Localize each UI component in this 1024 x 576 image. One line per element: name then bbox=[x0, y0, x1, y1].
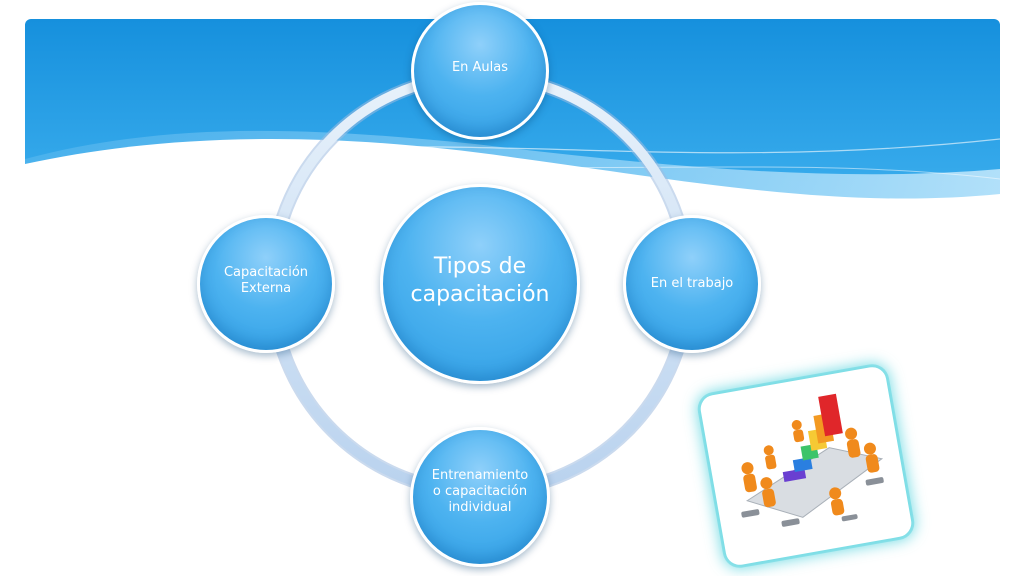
center-title: Tipos de capacitación bbox=[410, 254, 550, 307]
node-bottom-label: Entrenamiento o capacitación individual bbox=[431, 468, 529, 515]
node-bottom: Entrenamiento o capacitación individual bbox=[410, 427, 550, 567]
meeting-illustration bbox=[698, 364, 914, 568]
center-node: Tipos de capacitación bbox=[380, 184, 580, 384]
node-left-label: Capacitación Externa bbox=[223, 265, 309, 296]
node-top: En Aulas bbox=[411, 2, 549, 140]
node-left: Capacitación Externa bbox=[197, 215, 335, 353]
node-top-label: En Aulas bbox=[451, 60, 509, 75]
node-right: En el trabajo bbox=[623, 215, 761, 353]
node-right-label: En el trabajo bbox=[650, 276, 734, 291]
business-meeting-chart-icon bbox=[741, 393, 884, 527]
